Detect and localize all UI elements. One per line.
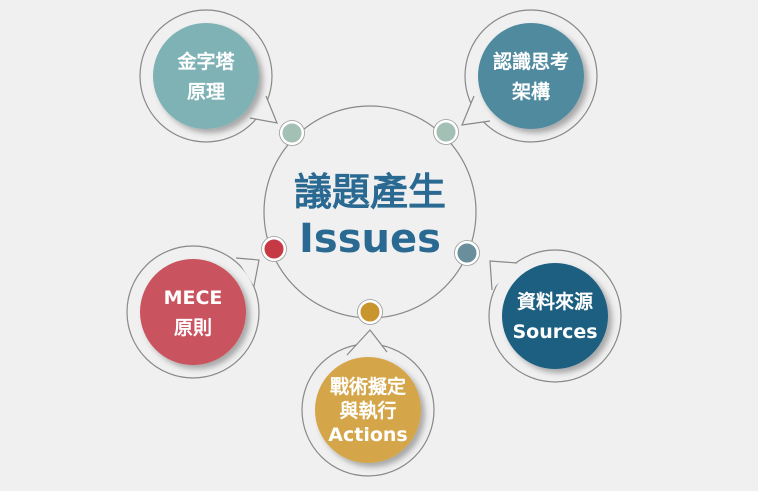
- connector-dot-ring: [279, 120, 305, 146]
- connector-dot-ring: [261, 236, 287, 262]
- node-label: 架構: [511, 80, 550, 103]
- center-title-zh: 議題產生: [294, 170, 446, 214]
- bubble-tail-outline: [461, 95, 491, 126]
- node-sources: 資料來源 Sources: [454, 240, 622, 383]
- node-label: 與執行: [339, 399, 396, 422]
- node-label: 認識思考: [493, 50, 569, 73]
- node-label: Sources: [512, 321, 597, 343]
- node-label: 原則: [174, 317, 212, 339]
- bubble-tail: [347, 330, 387, 355]
- bubble-tail: [250, 96, 277, 123]
- connector-dot-ring: [357, 299, 383, 325]
- bubble-tail: [490, 261, 517, 290]
- connector-dot: [433, 119, 459, 145]
- bubble-tail: [462, 96, 490, 125]
- center-title-en: Issues: [299, 216, 441, 262]
- node-label: MECE: [164, 287, 223, 309]
- node-disc: [153, 23, 259, 129]
- bubble-tail-outline: [249, 95, 278, 124]
- bubble-tail-outline: [489, 260, 518, 291]
- connector-dot: [279, 120, 305, 146]
- connector-dot: [454, 240, 480, 266]
- node-label: 金字塔: [176, 50, 235, 73]
- connector-dot-ring: [433, 119, 459, 145]
- connector-dot: [261, 236, 287, 262]
- node-disc: [140, 259, 246, 365]
- node-mece: MECE 原則: [126, 236, 287, 379]
- bubble-tail-outline: [346, 329, 388, 356]
- node-disc: [478, 23, 584, 129]
- node-label: 原理: [187, 81, 225, 103]
- bubble-tail-outline: [235, 257, 260, 287]
- connector-dot-ring: [454, 240, 480, 266]
- node-label: 資料來源: [517, 290, 593, 313]
- node-label: 戰術擬定: [330, 375, 406, 398]
- bubble-tail: [236, 258, 259, 286]
- node-disc: [502, 263, 608, 369]
- node-label: Actions: [328, 424, 407, 446]
- connector-dot: [357, 299, 383, 325]
- node-disc: [315, 357, 421, 463]
